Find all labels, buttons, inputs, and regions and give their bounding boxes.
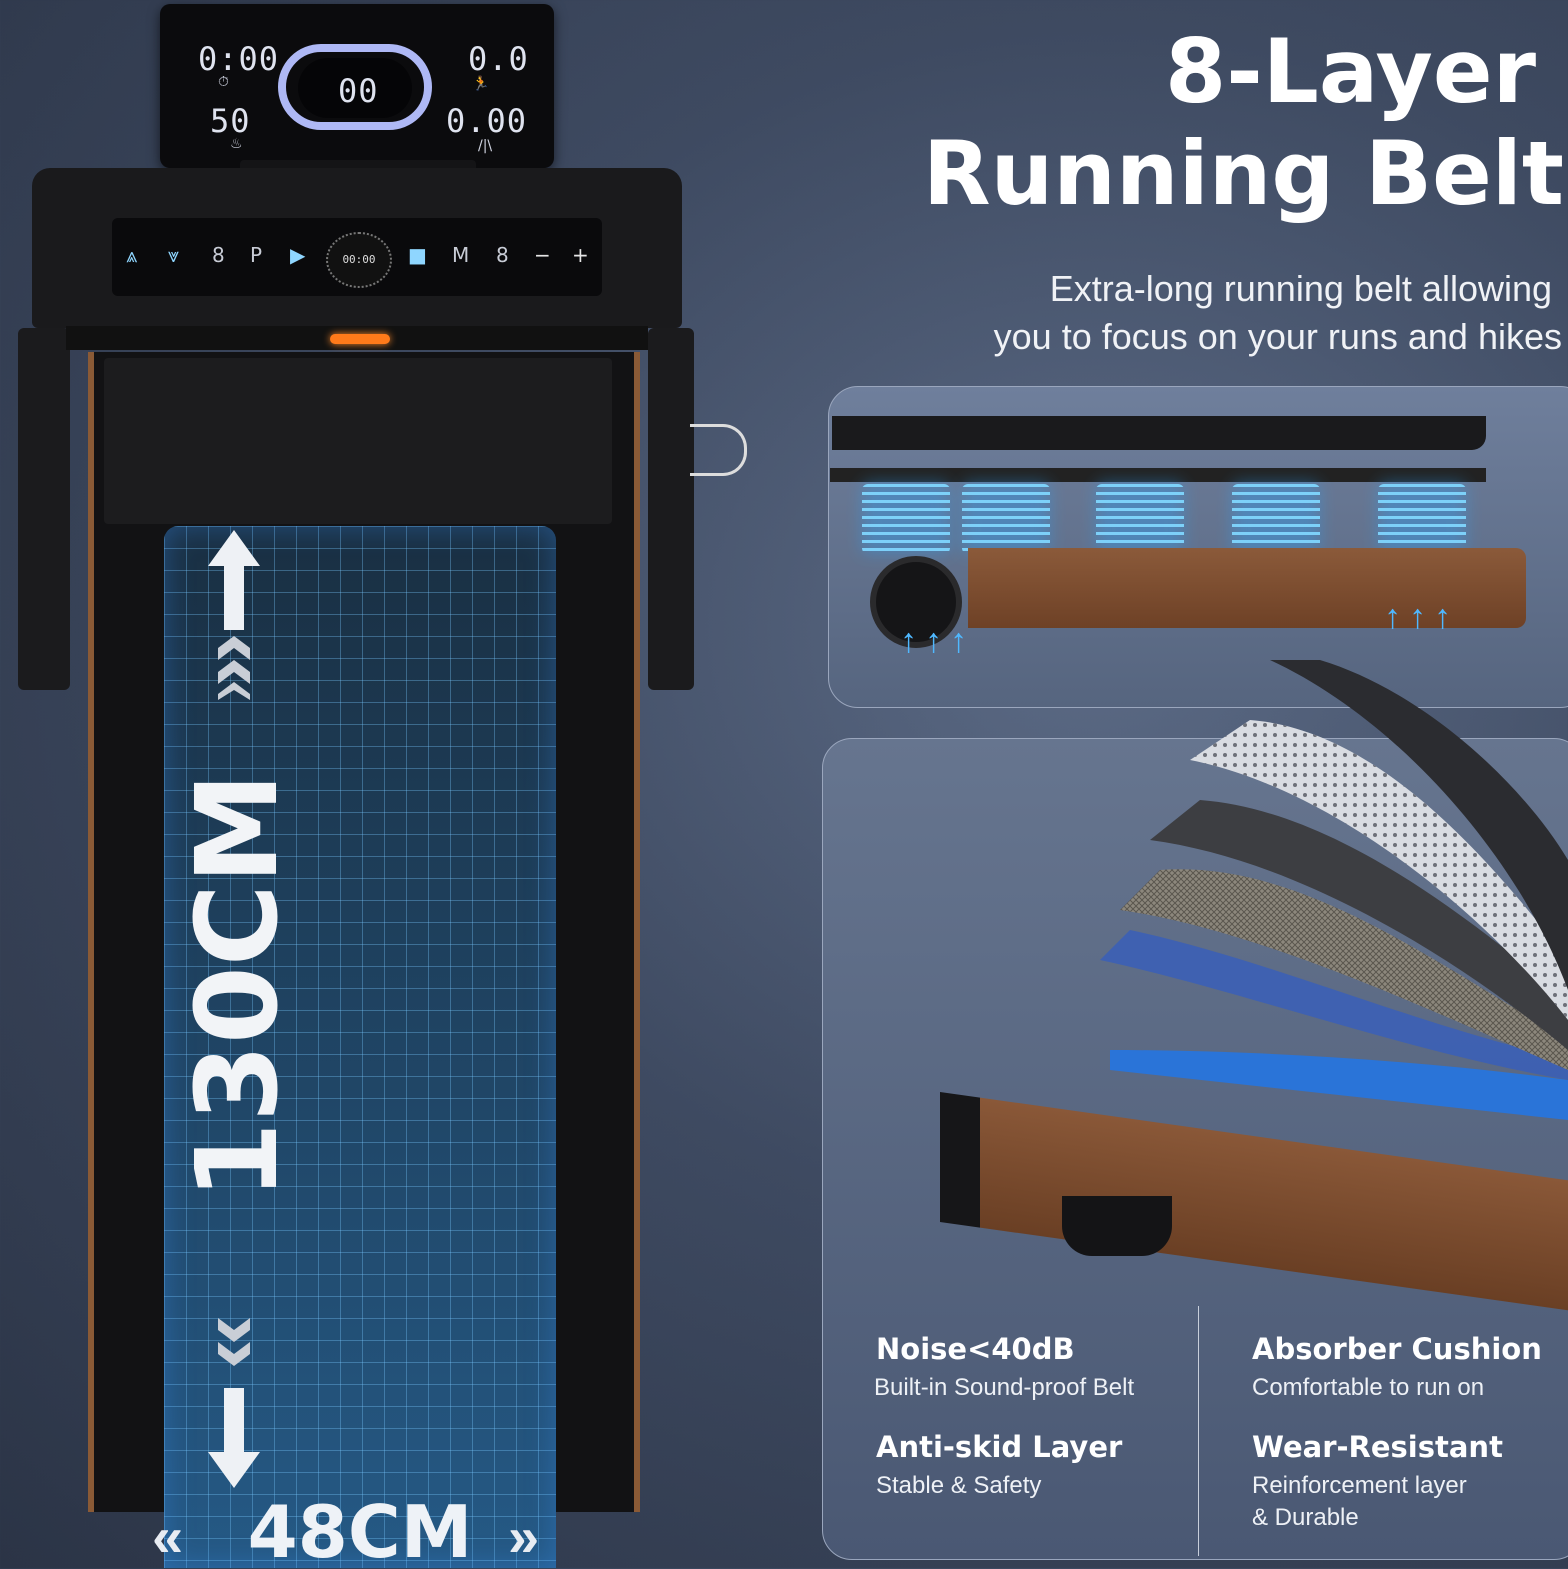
speed-readout: 0.0 — [468, 40, 529, 78]
spring-icon — [1232, 484, 1320, 554]
flame-icon: ♨ — [230, 136, 243, 152]
feature-title-cushion: Absorber Cushion — [1252, 1332, 1542, 1366]
progress-ring — [278, 44, 432, 130]
subtitle-line1: Extra-long running belt allowing — [1049, 268, 1552, 309]
incline-up-button[interactable]: ⩓ — [126, 243, 138, 267]
mode-digit: 8 — [496, 243, 509, 267]
spring-icon — [1378, 484, 1466, 554]
speed-dial[interactable]: 00:00 — [326, 232, 392, 288]
deck-plate — [830, 468, 1486, 482]
roller-wheel — [870, 556, 962, 648]
belt-layers-illustration — [1100, 660, 1568, 1120]
calories-readout: 50 — [210, 102, 251, 140]
incline-down-button[interactable]: ⩔ — [168, 243, 180, 267]
arrow-up-icon — [208, 530, 260, 700]
feature-divider — [1198, 1306, 1199, 1556]
safety-key[interactable] — [330, 334, 390, 344]
program-digit: 8 — [212, 243, 225, 267]
belt-length-label: 130CM — [173, 772, 303, 1200]
time-readout: 0:00 — [198, 40, 280, 78]
mode-button[interactable]: M — [452, 243, 470, 267]
page-title-line2: Running Belt — [922, 122, 1564, 225]
center-readout: 00 — [338, 72, 379, 110]
arrow-down-icon — [208, 1318, 260, 1488]
program-button[interactable]: P — [250, 243, 263, 267]
deck-board — [832, 416, 1486, 450]
feature-title-noise: Noise<40dB — [876, 1332, 1075, 1366]
wood-side-rail — [968, 548, 1526, 628]
speed-down-button[interactable]: − — [534, 243, 551, 267]
lift-arrows-icon: ↑↑↑ — [1384, 598, 1459, 636]
running-belt — [164, 526, 556, 1568]
speed-up-button[interactable]: + — [572, 243, 589, 267]
right-handrail — [648, 328, 694, 690]
chevron-right-icon: » — [508, 1505, 540, 1568]
motor-cover — [104, 358, 612, 524]
distance-readout: 0.00 — [446, 102, 528, 140]
feature-desc-wear-line2: & Durable — [1252, 1504, 1359, 1531]
timer-icon: ⏱ — [218, 74, 229, 90]
spring-icon — [1096, 484, 1184, 554]
chevron-left-icon: « — [152, 1505, 184, 1568]
feature-title-wear: Wear-Resistant — [1252, 1430, 1503, 1464]
console-display: 0:00 ⏱ 50 ♨ 00 0.0 🏃 0.00 /|\ — [160, 4, 554, 168]
safety-clip-icon — [690, 424, 747, 476]
feature-desc-antiskid: Stable & Safety — [876, 1472, 1042, 1499]
runner-icon: 🏃 — [472, 76, 490, 92]
left-handrail — [18, 328, 70, 690]
feature-title-antiskid: Anti-skid Layer — [876, 1430, 1123, 1464]
spring-icon — [862, 484, 950, 554]
spring-icon — [962, 484, 1050, 554]
subtitle-line2: you to focus on your runs and hikes — [993, 316, 1562, 357]
feature-desc-wear-line1: Reinforcement layer — [1252, 1472, 1467, 1499]
page-title-line1: 8-Layer — [1165, 20, 1536, 123]
stop-button[interactable]: ■ — [408, 243, 427, 267]
belt-width-label: 48CM — [247, 1490, 473, 1568]
start-button[interactable]: ▶ — [290, 243, 306, 267]
lift-arrows-icon: ↑↑↑ — [900, 622, 975, 660]
feature-desc-noise: Built-in Sound-proof Belt — [874, 1374, 1135, 1401]
rubber-foot — [1062, 1196, 1172, 1256]
feature-desc-cushion: Comfortable to run on — [1252, 1374, 1485, 1401]
road-icon: /|\ — [478, 138, 493, 154]
